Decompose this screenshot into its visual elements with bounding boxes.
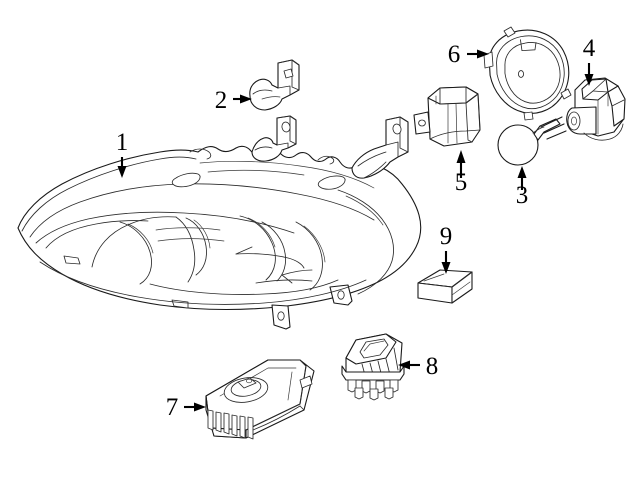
bracket-2-hole <box>283 68 294 79</box>
callout-number-9: 9 <box>440 223 453 250</box>
callout-number-1: 1 <box>116 129 129 156</box>
callout-leaders <box>117 49 594 412</box>
part-mounting-bracket[interactable] <box>249 59 300 111</box>
callout-numbers: 1 2 3 4 5 6 7 8 9 <box>116 35 596 421</box>
arrowhead-8 <box>398 360 410 370</box>
bottom-lug-hole <box>277 311 285 321</box>
callout-number-4: 4 <box>583 35 596 62</box>
cover-centre-hole <box>517 70 525 78</box>
igniter-foot-hole <box>418 119 426 127</box>
callout-number-2: 2 <box>215 87 228 114</box>
part-bulb[interactable] <box>497 116 567 166</box>
callout-number-5: 5 <box>455 169 468 196</box>
part-ballast-control-unit[interactable] <box>205 359 315 440</box>
callout-number-7: 7 <box>166 394 179 421</box>
bulb-glass-envelope <box>497 124 539 166</box>
arrowhead-9 <box>441 262 451 274</box>
arrowhead-2 <box>240 94 252 104</box>
bulb-base <box>533 118 561 141</box>
arrowhead-5 <box>456 150 466 163</box>
part-access-cover[interactable] <box>483 25 574 121</box>
part-headlamp-motor[interactable] <box>566 77 626 141</box>
callout-number-8: 8 <box>426 353 439 380</box>
bracket-hole-right <box>392 123 402 135</box>
arrowhead-1 <box>117 166 127 178</box>
arrowhead-4 <box>584 74 594 86</box>
part-control-module-box[interactable] <box>417 269 473 304</box>
part-headlamp-assembly[interactable] <box>17 115 422 330</box>
callout-number-3: 3 <box>516 182 529 209</box>
callout-number-6: 6 <box>448 41 461 68</box>
part-igniter-module[interactable] <box>413 86 481 147</box>
arrowhead-3 <box>517 166 527 178</box>
part-relay-connector[interactable] <box>341 333 405 401</box>
arrowhead-6 <box>477 49 489 59</box>
right-bottom-lug-hole <box>337 290 345 300</box>
motor-shaft-port <box>567 111 581 131</box>
bracket-hole-left <box>281 121 291 133</box>
arrowhead-7 <box>194 402 206 412</box>
